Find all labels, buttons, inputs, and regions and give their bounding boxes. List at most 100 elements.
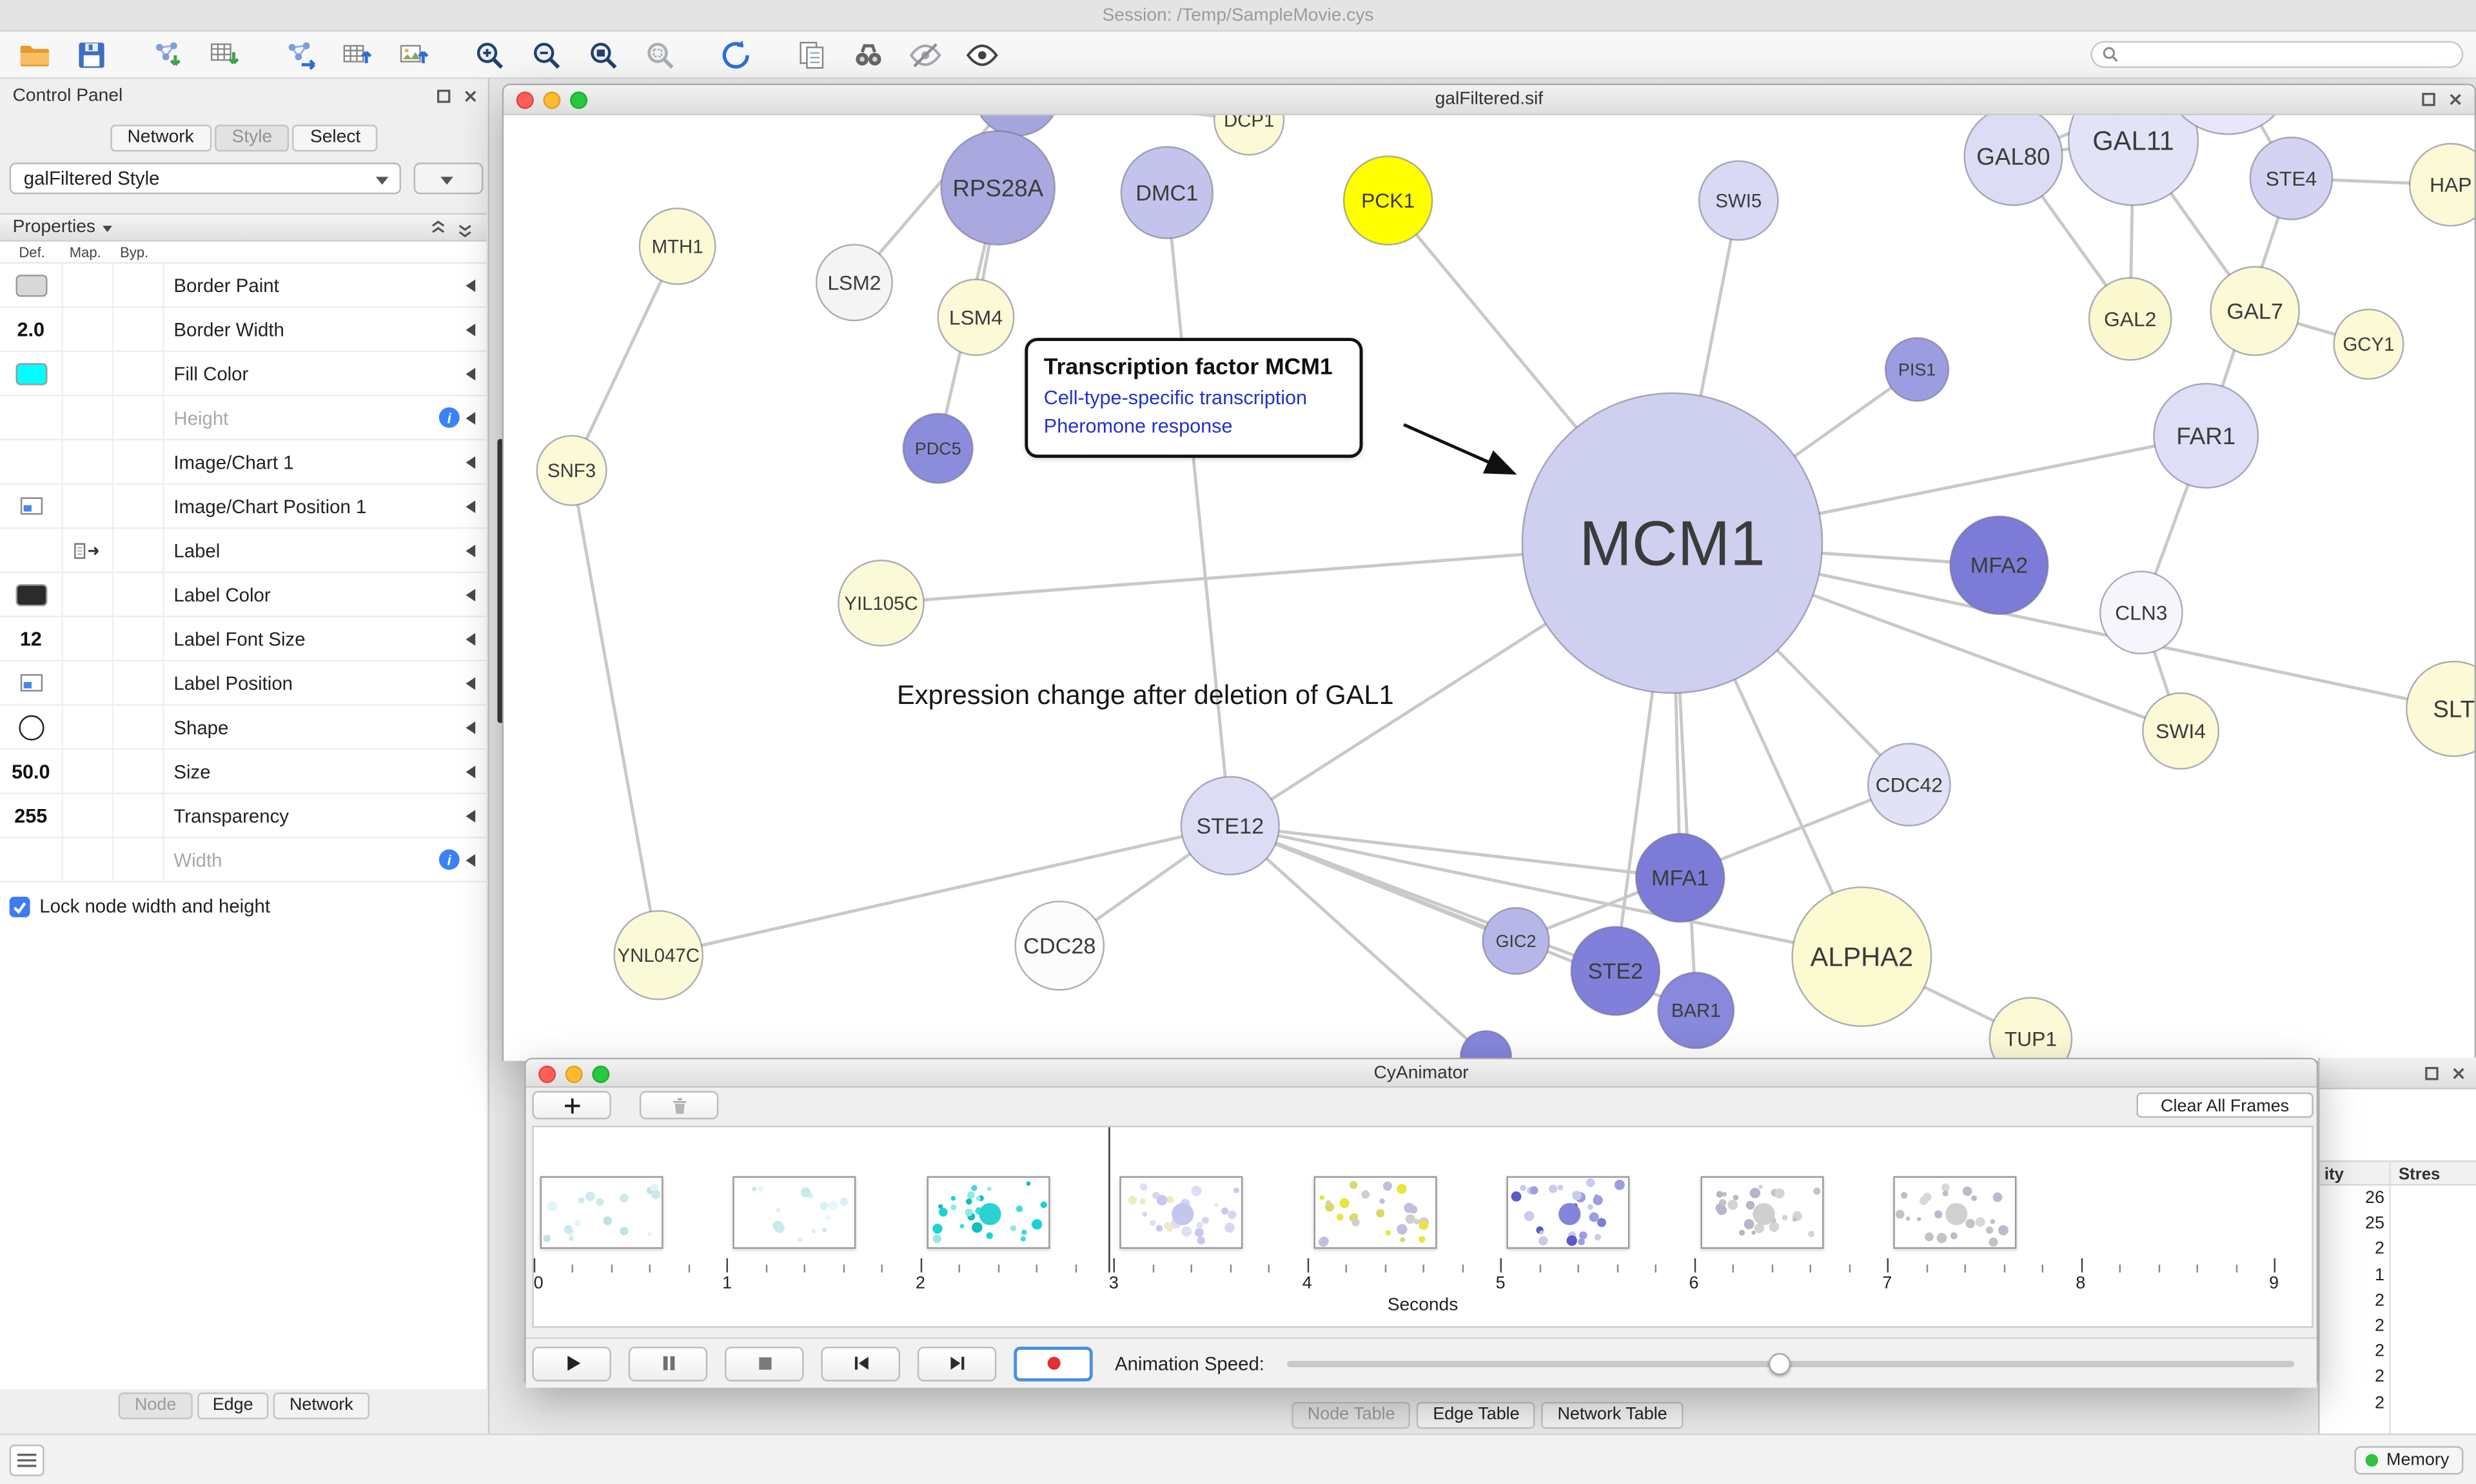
- search-input[interactable]: [2119, 44, 2453, 65]
- expand-arrow-icon[interactable]: [466, 588, 476, 601]
- node-gal2[interactable]: GAL2: [2088, 277, 2172, 361]
- table-row[interactable]: 2: [2320, 1366, 2476, 1392]
- table-row[interactable]: 2: [2320, 1392, 2476, 1418]
- bypass-cell[interactable]: [113, 352, 164, 395]
- node-swi4[interactable]: SWI4: [2142, 692, 2220, 770]
- delete-frame-button[interactable]: [639, 1091, 719, 1120]
- properties-header[interactable]: Properties: [0, 213, 487, 242]
- expand-arrow-icon[interactable]: [466, 322, 476, 336]
- expand-arrow-icon[interactable]: [466, 676, 476, 689]
- table-row[interactable]: 2: [2320, 1315, 2476, 1341]
- skip-end-button[interactable]: [917, 1345, 997, 1381]
- node-gcy1[interactable]: GCY1: [2333, 308, 2404, 380]
- mapping-cell[interactable]: [63, 484, 114, 527]
- default-value-cell[interactable]: [0, 352, 63, 395]
- mapping-cell[interactable]: [63, 308, 114, 351]
- close-icon[interactable]: [2451, 1066, 2466, 1081]
- eye-hidden-button[interactable]: [907, 34, 948, 75]
- property-row[interactable]: Fill Color: [0, 352, 487, 396]
- bypass-cell[interactable]: [113, 617, 164, 660]
- lock-size-checkbox[interactable]: [9, 895, 30, 917]
- close-traffic-light[interactable]: [538, 1066, 556, 1083]
- stop-button[interactable]: [725, 1345, 804, 1381]
- add-frame-button[interactable]: [532, 1091, 611, 1120]
- expression-caption[interactable]: Expression change after deletion of GAL1: [897, 680, 1394, 711]
- mapping-cell[interactable]: [63, 263, 114, 307]
- expand-arrow-icon[interactable]: [466, 500, 476, 513]
- style-combo[interactable]: galFiltered Style: [9, 162, 402, 195]
- column-header[interactable]: Stres: [2399, 1165, 2441, 1184]
- tab-network[interactable]: Network: [110, 124, 211, 152]
- export-table-button[interactable]: [338, 34, 379, 75]
- default-value-cell[interactable]: [0, 396, 63, 439]
- default-value-cell[interactable]: 255: [0, 794, 63, 837]
- node-cln3[interactable]: CLN3: [2099, 571, 2183, 655]
- export-network-button[interactable]: [281, 34, 322, 75]
- frame-thumbnail-2[interactable]: [732, 1176, 856, 1249]
- tab-edge-table[interactable]: Edge Table: [1417, 1401, 1536, 1429]
- node-alpha2[interactable]: ALPHA2: [1791, 886, 1932, 1028]
- column-header[interactable]: ity: [2324, 1165, 2344, 1184]
- property-row[interactable]: Border Paint: [0, 263, 487, 308]
- default-value-cell[interactable]: [0, 838, 63, 881]
- node-pis1[interactable]: PIS1: [1884, 337, 1950, 402]
- search-box[interactable]: [2090, 41, 2464, 68]
- zoom-in-button[interactable]: [471, 34, 512, 75]
- bypass-cell[interactable]: [113, 661, 164, 705]
- memory-button[interactable]: Memory: [2355, 1446, 2464, 1475]
- animation-speed-slider[interactable]: [1286, 1352, 2295, 1374]
- default-value-cell[interactable]: [0, 263, 63, 307]
- default-value-cell[interactable]: [0, 484, 63, 527]
- node-rps28a[interactable]: RPS28A: [940, 130, 1056, 246]
- mapping-cell[interactable]: [63, 750, 114, 793]
- play-button[interactable]: [532, 1345, 611, 1381]
- tab-style[interactable]: Style: [214, 124, 290, 152]
- node-pck1[interactable]: PCK1: [1342, 155, 1433, 246]
- expand-arrow-icon[interactable]: [466, 720, 476, 734]
- close-icon[interactable]: [463, 88, 478, 104]
- mapping-cell[interactable]: [63, 705, 114, 748]
- node-dcp1[interactable]: DCP1: [1213, 115, 1285, 156]
- table-row[interactable]: 26: [2320, 1187, 2476, 1213]
- frame-thumbnail-8[interactable]: [1893, 1176, 2017, 1249]
- expand-all-icon[interactable]: [457, 219, 474, 238]
- node-ste12[interactable]: STE12: [1180, 776, 1280, 875]
- save-session-button[interactable]: [73, 34, 114, 75]
- frame-thumbnail-3[interactable]: [927, 1176, 1050, 1249]
- bypass-cell[interactable]: [113, 308, 164, 351]
- binoculars-button[interactable]: [850, 34, 891, 75]
- node-slt[interactable]: SLT: [2406, 660, 2475, 757]
- annotation-link[interactable]: Pheromone response: [1043, 415, 1233, 438]
- table-row[interactable]: 25: [2320, 1213, 2476, 1238]
- frame-thumbnail-5[interactable]: [1313, 1176, 1437, 1249]
- expand-arrow-icon[interactable]: [466, 455, 476, 469]
- table-row[interactable]: 2: [2320, 1340, 2476, 1366]
- property-row[interactable]: Shape: [0, 705, 487, 750]
- node-dmc1[interactable]: DMC1: [1120, 146, 1214, 240]
- property-row[interactable]: Label Color: [0, 572, 487, 618]
- default-value-cell[interactable]: [0, 661, 63, 705]
- minimize-traffic-light[interactable]: [543, 92, 561, 109]
- bypass-cell[interactable]: [113, 396, 164, 439]
- import-network-button[interactable]: [148, 34, 190, 75]
- expand-arrow-icon[interactable]: [466, 543, 476, 557]
- table-row[interactable]: 1: [2320, 1264, 2476, 1290]
- collapse-all-icon[interactable]: [429, 219, 447, 238]
- default-value-cell[interactable]: 12: [0, 617, 63, 660]
- property-row[interactable]: Image/Chart Position 1: [0, 484, 487, 529]
- frame-thumbnail-7[interactable]: [1700, 1176, 1824, 1249]
- node-bar1[interactable]: BAR1: [1657, 971, 1735, 1050]
- node-mth1[interactable]: MTH1: [638, 208, 716, 286]
- float-icon[interactable]: [436, 88, 451, 104]
- export-image-button[interactable]: [395, 34, 436, 75]
- node-ste4[interactable]: STE4: [2249, 136, 2334, 220]
- node-cdc42[interactable]: CDC42: [1867, 743, 1951, 827]
- node-hap[interactable]: HAP: [2408, 142, 2475, 227]
- duplicate-button[interactable]: [792, 34, 834, 75]
- refresh-layout-button[interactable]: [717, 34, 758, 75]
- style-options-button[interactable]: [413, 162, 484, 195]
